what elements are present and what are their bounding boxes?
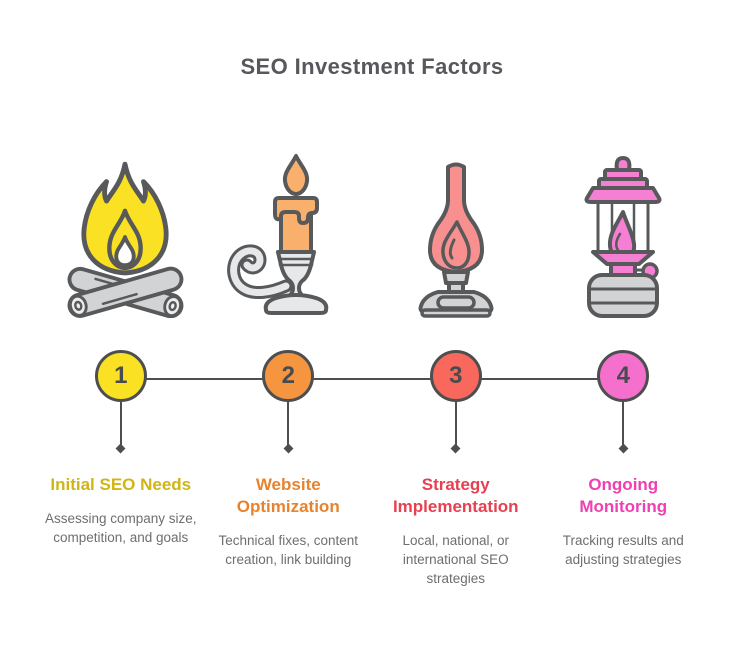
stem-arrow — [115, 443, 126, 454]
page-title: SEO Investment Factors — [240, 54, 504, 79]
step-number: 4 — [616, 362, 630, 389]
stem-arrow — [283, 443, 294, 454]
stem-line — [287, 402, 290, 446]
candle-icon — [214, 152, 362, 318]
step-number-badge: 1 — [94, 350, 147, 402]
oil-lamp-icon — [404, 160, 508, 318]
step-column-website-optimization: 2 Website Optimization Technical fixes, … — [205, 146, 373, 588]
step-description: Tracking results and adjusting strategie… — [562, 533, 684, 567]
step-column-strategy-implementation: 3 Strategy Implementation Local, nationa… — [372, 146, 540, 588]
stem-line — [119, 402, 122, 446]
step-number-badge: 2 — [262, 350, 315, 402]
step-description: Assessing company size, competition, and… — [44, 511, 197, 545]
stem-line — [454, 402, 457, 446]
step-heading: Initial SEO Needs — [50, 475, 192, 494]
step-number-badge: 4 — [597, 350, 650, 402]
step-description: Local, national, or international SEO st… — [402, 533, 510, 586]
step-column-initial-seo-needs: 1 Initial SEO Needs Assessing company si… — [37, 146, 205, 588]
step-number: 3 — [449, 362, 463, 389]
step-number: 1 — [114, 362, 128, 389]
timeline-connector-line — [120, 378, 622, 380]
step-number-badge: 3 — [429, 350, 482, 402]
campfire-icon — [56, 158, 194, 318]
step-heading: Strategy Implementation — [392, 475, 519, 516]
stem-line — [622, 402, 625, 446]
lantern-icon — [565, 154, 681, 318]
step-column-ongoing-monitoring: 4 Ongoing Monitoring Tracking results an… — [540, 146, 708, 588]
step-heading: Ongoing Monitoring — [579, 475, 668, 516]
steps-row: 1 Initial SEO Needs Assessing company si… — [37, 146, 707, 588]
step-description: Technical fixes, content creation, link … — [218, 533, 359, 567]
step-heading: Website Optimization — [236, 475, 340, 516]
stem-arrow — [450, 443, 461, 454]
stem-arrow — [618, 443, 629, 454]
step-number: 2 — [281, 362, 295, 389]
